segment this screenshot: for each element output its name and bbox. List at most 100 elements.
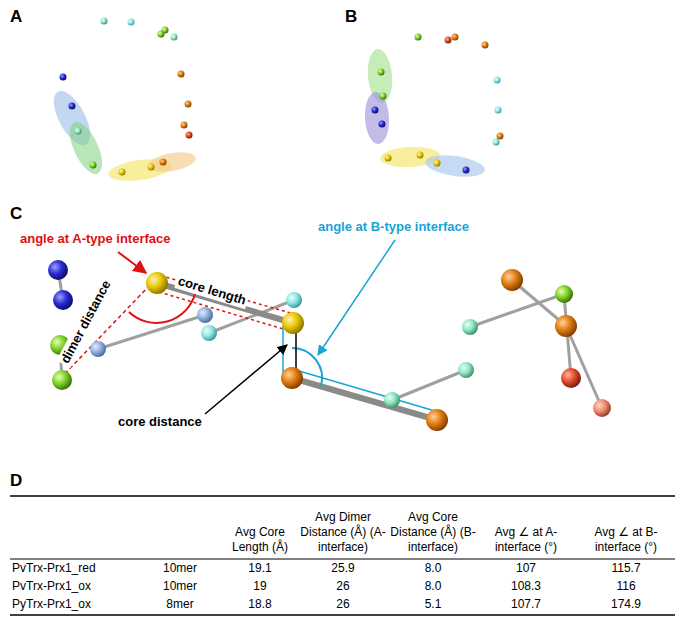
panel-letter: A xyxy=(10,6,22,27)
illustration-shape xyxy=(415,34,422,41)
table-cell: 8mer xyxy=(150,597,210,612)
illustration-shape xyxy=(147,149,197,175)
illustration-shape xyxy=(146,272,168,294)
illustration-shape xyxy=(426,409,448,431)
table-cell: 5.1 xyxy=(390,597,476,612)
illustration-shape xyxy=(171,34,178,41)
illustration-shape xyxy=(417,152,424,159)
illustration-shape xyxy=(462,319,478,335)
illustration-shape xyxy=(434,160,441,167)
illustration-shape xyxy=(128,19,135,26)
table-cell: 107 xyxy=(480,561,572,576)
illustration-shape xyxy=(60,74,67,81)
illustration-shape xyxy=(555,285,573,303)
illustration-shape xyxy=(201,325,217,341)
illustration-shape xyxy=(118,252,146,273)
illustration-shape xyxy=(185,101,192,108)
illustration-shape xyxy=(162,27,169,34)
illustration-shape xyxy=(69,103,76,110)
table-cell: 19.1 xyxy=(222,561,298,576)
table-header: Avg Core Distance (Å) (B-interface) xyxy=(390,510,476,555)
panel-letter: C xyxy=(10,203,22,224)
illustration-shape xyxy=(424,152,486,180)
illustration-shape xyxy=(75,128,82,135)
illustration-shape xyxy=(384,392,400,408)
illustration-shape xyxy=(63,118,108,179)
table-cell: 10mer xyxy=(150,561,210,576)
angle-annotation: angle at A-type interface xyxy=(20,231,171,247)
illustration-shape xyxy=(566,326,602,408)
illustration-shape xyxy=(493,139,500,146)
illustration-shape xyxy=(160,159,167,166)
distance-annotation: core length xyxy=(174,272,250,309)
table-cell: 115.7 xyxy=(578,561,674,576)
table-cell: PvTrx-Prx1_red xyxy=(12,561,152,576)
illustration-shape xyxy=(129,294,195,323)
illustration-shape xyxy=(10,559,675,560)
illustration-shape xyxy=(281,367,303,389)
table-cell: PyTrx-Prx1_ox xyxy=(12,597,152,612)
panel-letter: D xyxy=(10,470,22,491)
table-cell: 108.3 xyxy=(480,579,572,594)
panel-letter: B xyxy=(345,6,357,27)
table-cell: 26 xyxy=(300,597,386,612)
illustration-shape xyxy=(286,292,302,308)
illustration-shape xyxy=(98,315,205,349)
table-cell: PvTrx-Prx1_ox xyxy=(12,579,152,594)
table-rules xyxy=(10,496,675,615)
table-header: Avg ∠ at A-interface (°) xyxy=(480,525,572,555)
table-header: Avg ∠ at B-interface (°) xyxy=(578,525,674,555)
illustration-shape xyxy=(289,368,435,411)
illustration-shape xyxy=(48,260,611,431)
illustration-shape xyxy=(494,77,501,84)
illustration-shape xyxy=(282,312,304,334)
illustration-shape xyxy=(445,37,452,44)
illustration-shape xyxy=(181,122,188,129)
illustration-shape xyxy=(52,370,72,390)
illustration-shape xyxy=(178,71,185,78)
table-cell: 19 xyxy=(222,579,298,594)
table-cell: 25.9 xyxy=(300,561,386,576)
illustration-shape xyxy=(282,326,284,376)
table-cell: 10mer xyxy=(150,579,210,594)
illustration-shape xyxy=(379,121,386,128)
illustration-shape xyxy=(372,107,379,114)
illustration-shape xyxy=(90,162,97,169)
distance-annotation: core distance xyxy=(118,414,202,430)
octamer-ring xyxy=(364,34,504,181)
illustration-shape xyxy=(10,495,675,497)
illustration-shape xyxy=(148,164,155,171)
illustration-shape xyxy=(555,315,577,337)
illustration-shape xyxy=(495,107,502,114)
table-cell: 18.8 xyxy=(222,597,298,612)
illustration-shape xyxy=(205,345,287,414)
table-header: Avg Core Length (Å) xyxy=(222,525,298,555)
illustration-shape xyxy=(452,34,459,41)
table-cell: 8.0 xyxy=(390,561,476,576)
illustration-shape xyxy=(10,614,675,616)
illustration-shape xyxy=(482,42,489,49)
illustration-shape xyxy=(186,132,193,139)
illustration-shape xyxy=(497,133,504,140)
illustration-shape xyxy=(392,370,466,400)
illustration-shape xyxy=(561,368,581,388)
table-header: Avg Dimer Distance (Å) (A-interface) xyxy=(300,510,386,555)
illustration-shape xyxy=(48,260,68,280)
illustration-shape xyxy=(119,169,126,176)
distance-annotation: dimer distance xyxy=(56,276,115,368)
illustration-shape xyxy=(501,269,523,291)
ball-stick-model xyxy=(48,240,611,431)
illustration-shape xyxy=(318,240,395,355)
illustration-shape xyxy=(292,378,437,420)
illustration-shape xyxy=(593,399,611,417)
illustration-shape xyxy=(458,362,474,378)
illustration-shape xyxy=(53,290,73,310)
table-cell: 116 xyxy=(578,579,674,594)
decamer-ring xyxy=(46,18,197,185)
illustration-shape xyxy=(463,167,470,174)
angle-annotation: angle at B-type interface xyxy=(318,219,469,235)
illustration-shape xyxy=(366,48,395,104)
illustration-shape xyxy=(157,283,437,420)
